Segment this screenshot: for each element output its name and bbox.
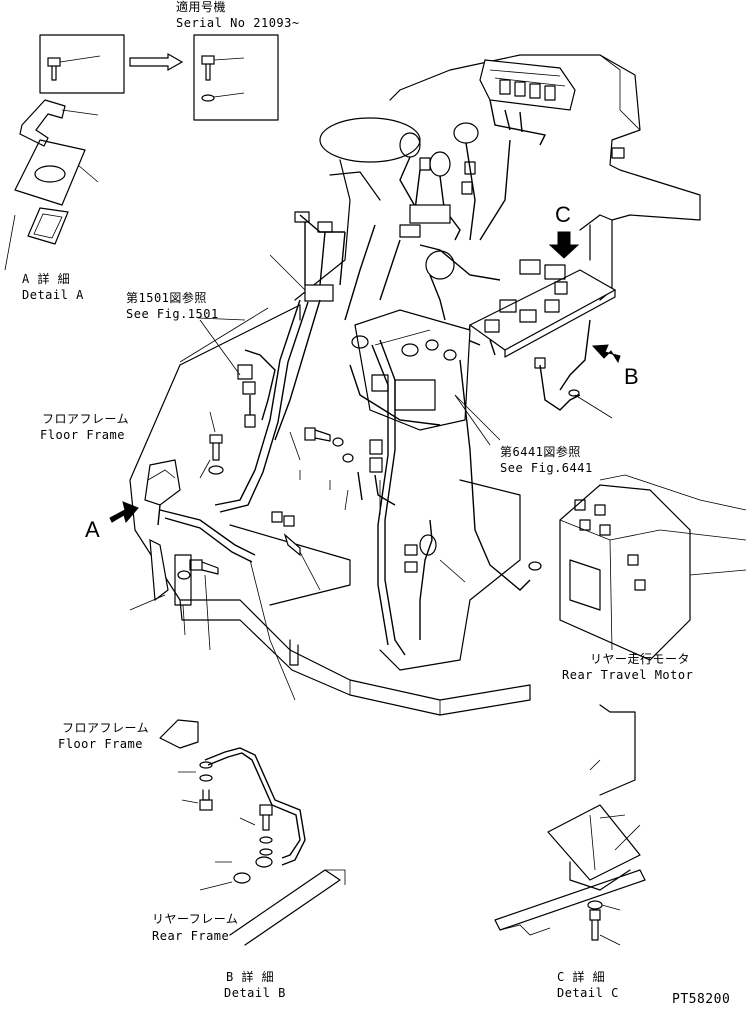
floor-bolts bbox=[129, 411, 396, 651]
new-bolt-inset bbox=[193, 34, 279, 121]
detail-c-bracket bbox=[494, 704, 646, 946]
floor-frame-label-jp: フロアフレーム bbox=[42, 412, 130, 426]
leader-lines bbox=[179, 254, 491, 446]
control-valve bbox=[349, 309, 501, 441]
marker-a: A bbox=[85, 517, 100, 542]
old-bolt-inset bbox=[39, 34, 125, 94]
arrow-c-icon bbox=[548, 231, 580, 259]
rear-travel-motor-label-en: Rear Travel Motor bbox=[562, 668, 694, 682]
detail-a-gasket bbox=[4, 207, 69, 271]
floor-frame-label-en: Floor Frame bbox=[40, 428, 125, 442]
marker-b: B bbox=[624, 364, 639, 389]
detail-b-label-en: Detail B bbox=[224, 986, 286, 1000]
fig6441-label-en: See Fig.6441 bbox=[500, 461, 593, 475]
harness-main bbox=[144, 299, 321, 701]
drawing-number: PT58200 bbox=[672, 992, 731, 1007]
detail-b-ground-cable bbox=[178, 747, 306, 891]
arrow-a-icon bbox=[109, 501, 139, 524]
floor-frame-b-label-en: Floor Frame bbox=[58, 737, 143, 751]
harness-upper bbox=[294, 122, 501, 321]
detail-a-cover-plate bbox=[14, 139, 99, 206]
rear-travel-motor bbox=[559, 474, 746, 661]
detail-b-rear-frame bbox=[229, 869, 346, 946]
floor-frame-b-label-jp: フロアフレーム bbox=[62, 721, 150, 735]
detail-c-label-en: Detail C bbox=[557, 986, 619, 1000]
harness-right bbox=[371, 339, 542, 656]
serial-label-jp: 適用号機 bbox=[176, 0, 227, 14]
detail-b-floor-frame-plate bbox=[159, 719, 199, 749]
control-panel-c bbox=[467, 259, 617, 419]
rear-frame-label-jp: リヤーフレーム bbox=[152, 912, 239, 926]
marker-c: C bbox=[555, 202, 571, 227]
floor-frame bbox=[129, 304, 531, 716]
fig1501-label-en: See Fig.1501 bbox=[126, 307, 219, 321]
detail-a-label-en: Detail A bbox=[22, 288, 84, 302]
detail-a-bracket bbox=[19, 99, 99, 147]
arrow-icon bbox=[129, 52, 184, 72]
arrow-b-icon bbox=[591, 344, 621, 364]
fig6441-label-jp: 第6441図参照 bbox=[500, 445, 581, 459]
fuse-box bbox=[479, 59, 576, 241]
detail-a-label-jp: A 詳 細 bbox=[22, 272, 71, 286]
detail-c-label-jp: C 詳 細 bbox=[557, 970, 606, 984]
rear-frame-label-en: Rear Frame bbox=[152, 929, 230, 943]
rear-travel-motor-label-jp: リヤー走行モータ bbox=[590, 652, 691, 666]
serial-label-en: Serial No 21093~ bbox=[176, 16, 300, 30]
fig1501-label-jp: 第1501図参照 bbox=[126, 291, 207, 305]
detail-b-label-jp: B 詳 細 bbox=[226, 970, 275, 984]
